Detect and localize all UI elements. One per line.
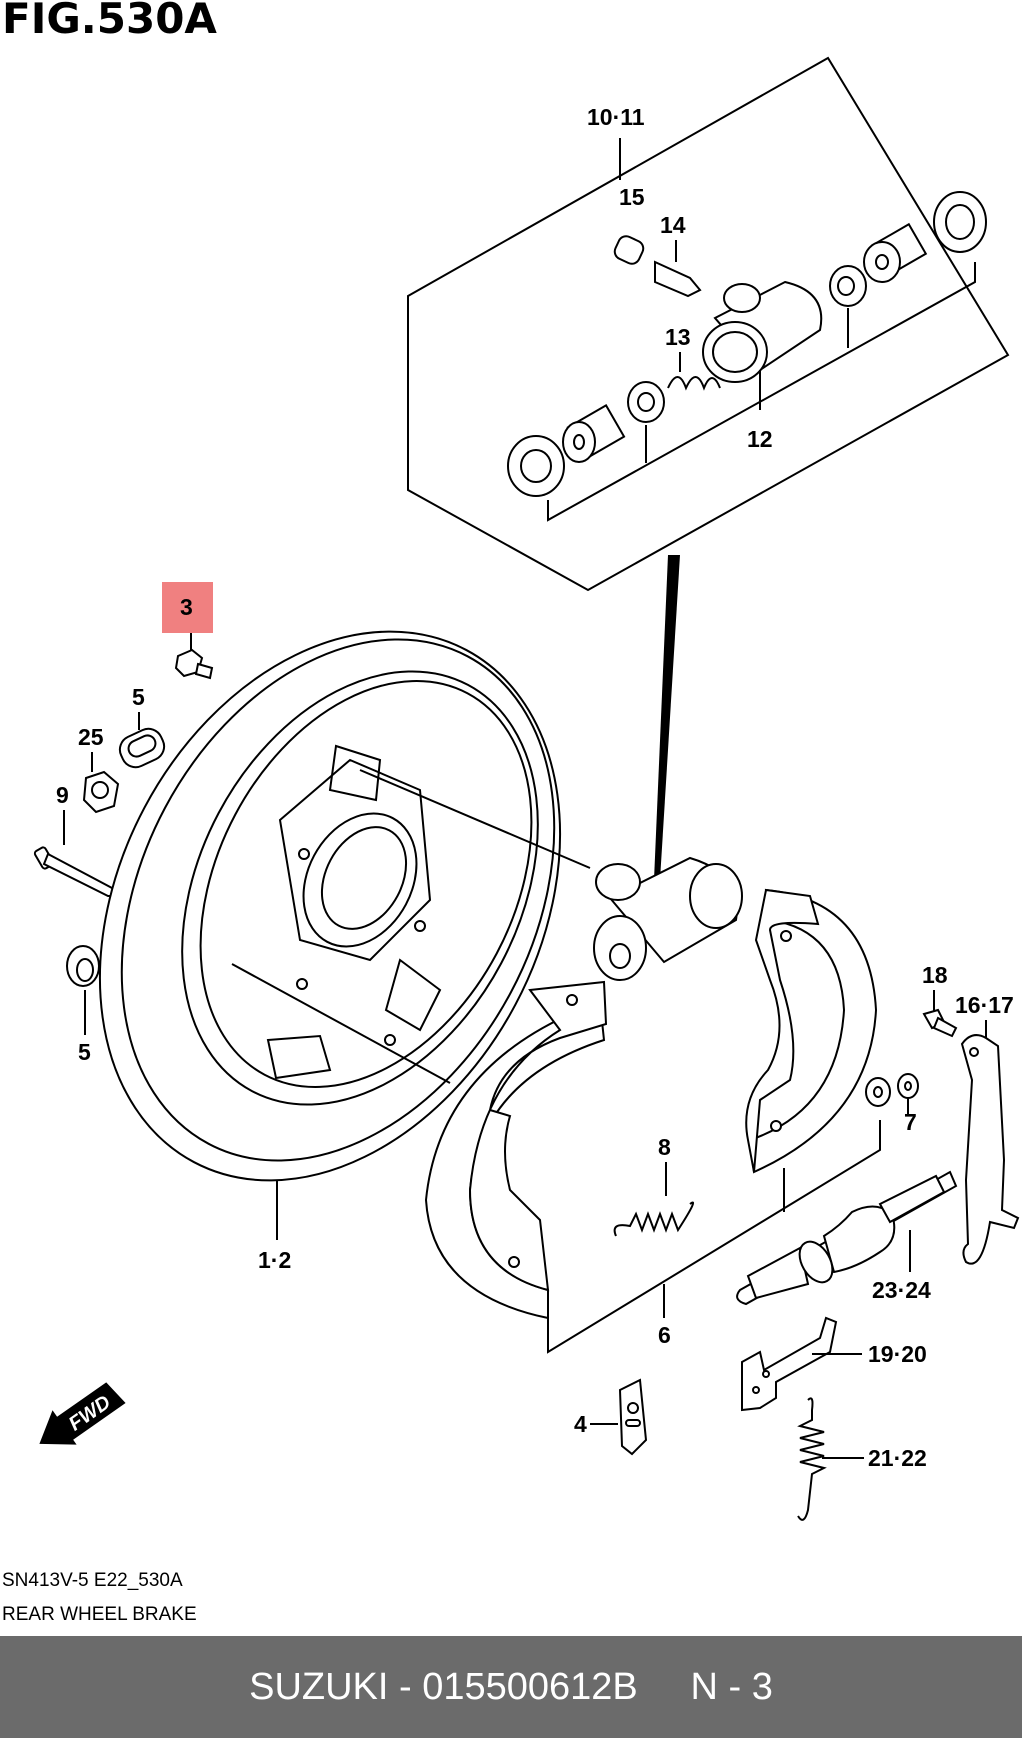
label-9: 9: [56, 782, 69, 808]
bleeder-cap: [613, 235, 645, 265]
label-3-highlight: [162, 582, 213, 633]
spring-8: [613, 1201, 694, 1237]
bolt-3: [174, 648, 214, 680]
label-21-22: 21·22: [868, 1445, 927, 1471]
piston-left: [562, 404, 626, 463]
parking-lever-16-17: [960, 1034, 1020, 1265]
washer-7: [865, 1073, 919, 1107]
label-16-17: 16·17: [955, 992, 1014, 1018]
cup-right: [829, 265, 867, 307]
diagram-code: SN413V-5 E22_530A: [2, 1570, 183, 1591]
diagram-title: REAR WHEEL BRAKE: [2, 1604, 197, 1625]
label-25: 25: [78, 724, 104, 750]
plug-5-top: [118, 727, 166, 769]
label-1-2: 1·2: [258, 1247, 291, 1273]
bleeder-screw: [654, 240, 702, 298]
cylinder-body: [702, 280, 823, 383]
fwd-arrow-icon: FWD: [39, 1382, 126, 1445]
guide-line-upper: [359, 769, 591, 869]
brake-exploded-diagram: 10·11 15: [33, 56, 1020, 1521]
backing-plate: [98, 630, 562, 1240]
spring-21-22: [797, 1397, 827, 1521]
label-5-bottom: 5: [78, 1039, 91, 1065]
cup-left: [627, 381, 665, 423]
label-8: 8: [658, 1134, 671, 1160]
figure-title: FIG.530A: [2, 0, 217, 43]
label-15: 15: [619, 184, 645, 210]
label-13: 13: [665, 324, 691, 350]
brake-shoe-right: [745, 888, 878, 1174]
wheel-cylinder-box: 10·11: [407, 56, 1010, 592]
brake-shoe-left: [424, 980, 608, 1320]
label-10-11: 10·11: [587, 104, 645, 130]
strut-19-20: [741, 1316, 838, 1412]
bolt-9: [33, 846, 118, 897]
piston-right: [863, 222, 928, 283]
adjuster-23-24: [736, 1170, 958, 1306]
footer-part-number: SUZUKI - 015500612B N - 3: [249, 1666, 773, 1708]
pointer-wedge: [654, 555, 680, 880]
footer-bar: SUZUKI - 015500612B N - 3: [0, 1636, 1022, 1738]
bolt-18: [922, 1008, 958, 1038]
boot-right: [933, 191, 987, 253]
wheel-cylinder-assembled: [593, 856, 743, 981]
boot-left: [507, 435, 565, 497]
label-14: 14: [660, 212, 686, 238]
label-7: 7: [904, 1109, 917, 1135]
label-19-20: 19·20: [868, 1341, 927, 1367]
label-3: 3: [180, 594, 193, 620]
label-6: 6: [658, 1322, 671, 1348]
label-5-top: 5: [132, 684, 145, 710]
plug-5-bottom: [66, 945, 100, 987]
nut-25: [82, 770, 120, 814]
label-12: 12: [747, 426, 773, 452]
guide-line-lower: [231, 963, 451, 1084]
return-spring-small: [667, 352, 721, 391]
wheel-cylinder-parts: 15 14 13 12: [507, 184, 987, 522]
label-4: 4: [574, 1411, 587, 1437]
clip-4: [618, 1378, 648, 1456]
label-23-24: 23·24: [872, 1277, 931, 1303]
label-18: 18: [922, 962, 948, 988]
